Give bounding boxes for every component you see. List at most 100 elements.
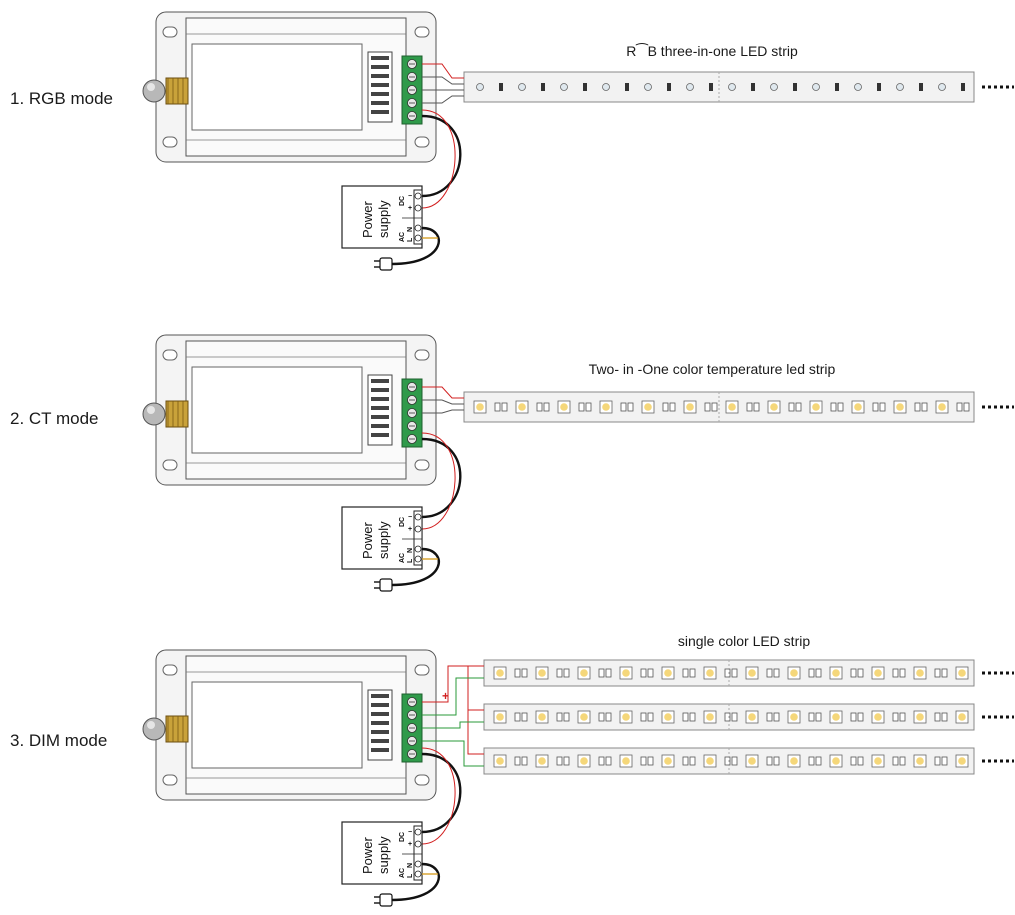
- resistor: [598, 668, 605, 678]
- resistor: [892, 756, 899, 766]
- label-print-line: [371, 83, 389, 87]
- resistor: [521, 712, 528, 722]
- led-light: [476, 403, 484, 411]
- resistor: [857, 712, 864, 722]
- controller-top-panel: [191, 681, 363, 769]
- antenna-cap: [142, 402, 166, 426]
- label-print-line: [371, 703, 389, 707]
- resistor: [766, 756, 773, 766]
- wire-channel: [422, 409, 464, 414]
- led-chip: [686, 83, 694, 91]
- wire-black: [421, 752, 462, 834]
- ac-label: AC: [399, 553, 406, 563]
- resistor: [724, 712, 731, 722]
- resistor: [731, 756, 738, 766]
- ps-terminal-screw: [414, 860, 422, 868]
- label-print-line: [371, 56, 389, 60]
- ps-terminal-screw: [414, 870, 422, 878]
- resistor: [556, 756, 563, 766]
- resistor: [682, 712, 689, 722]
- led-chip: [644, 83, 652, 91]
- wire-green: [422, 740, 484, 767]
- led-light: [874, 713, 882, 721]
- resistor: [689, 668, 696, 678]
- led-chip: [938, 83, 946, 91]
- dc-minus-sign: −: [408, 829, 412, 836]
- ps-terminal-strip: [413, 189, 423, 245]
- resistor: [746, 402, 753, 412]
- resistor: [514, 756, 521, 766]
- controller-top-panel: [191, 43, 363, 131]
- ac-label: AC: [399, 868, 406, 878]
- ps-terminal-strip: [413, 825, 423, 881]
- led-light: [958, 669, 966, 677]
- strip-title: R⁀B three-in-one LED strip: [626, 43, 798, 59]
- controller-top-panel: [191, 366, 363, 454]
- antenna-connector-icon: [165, 400, 189, 428]
- label-print-line: [371, 65, 389, 69]
- l-label: L: [407, 237, 414, 242]
- resistor: [773, 712, 780, 722]
- mounting-hole: [414, 26, 430, 38]
- led-chip: [518, 83, 526, 91]
- resistor: [934, 756, 941, 766]
- led-light: [706, 669, 714, 677]
- resistor: [837, 402, 844, 412]
- n-label: N: [407, 548, 414, 553]
- led-light: [748, 757, 756, 765]
- resistor: [494, 402, 501, 412]
- label-print-line: [371, 739, 389, 743]
- wire-channel: [422, 399, 464, 405]
- resistor: [640, 668, 647, 678]
- resistor: [627, 402, 634, 412]
- resistor: [704, 402, 711, 412]
- resistor: [731, 712, 738, 722]
- power-supply-box: [341, 821, 423, 885]
- resistor: [598, 756, 605, 766]
- resistor: [640, 712, 647, 722]
- resistor: [919, 83, 923, 91]
- label-print-line: [371, 74, 389, 78]
- resistor: [556, 712, 563, 722]
- led-light: [664, 757, 672, 765]
- resistor: [709, 83, 713, 91]
- power-supply-label: supply: [376, 836, 391, 874]
- resistor: [857, 668, 864, 678]
- ps-terminal-screw: [414, 555, 422, 563]
- resistor: [682, 756, 689, 766]
- resistor: [541, 83, 545, 91]
- label-print-line: [371, 712, 389, 716]
- n-label: N: [407, 863, 414, 868]
- power-supply-box: [341, 506, 423, 570]
- resistor: [899, 756, 906, 766]
- ps-terminal-screw: [414, 192, 422, 200]
- resistor: [598, 712, 605, 722]
- antenna-cap: [142, 717, 166, 741]
- label-print-line: [371, 110, 389, 114]
- led-light: [686, 403, 694, 411]
- resistor: [640, 756, 647, 766]
- led-light: [602, 403, 610, 411]
- resistor: [815, 668, 822, 678]
- resistor: [850, 712, 857, 722]
- resistor: [521, 668, 528, 678]
- wire-ac: [391, 547, 440, 587]
- resistor: [941, 756, 948, 766]
- led-light: [706, 713, 714, 721]
- resistor: [499, 83, 503, 91]
- led-chip: [854, 83, 862, 91]
- resistor: [956, 402, 963, 412]
- resistor: [583, 83, 587, 91]
- ps-terminal-screw: [414, 828, 422, 836]
- dc-plus-sign: +: [408, 205, 412, 212]
- resistor: [543, 402, 550, 412]
- label-print-line: [371, 397, 389, 401]
- antenna-cap: [142, 79, 166, 103]
- wire-ac: [391, 226, 440, 266]
- power-supply-box: [341, 185, 423, 249]
- wire-red: [422, 665, 484, 703]
- resistor: [850, 756, 857, 766]
- resistor: [879, 402, 886, 412]
- ps-terminal-screw: [414, 525, 422, 533]
